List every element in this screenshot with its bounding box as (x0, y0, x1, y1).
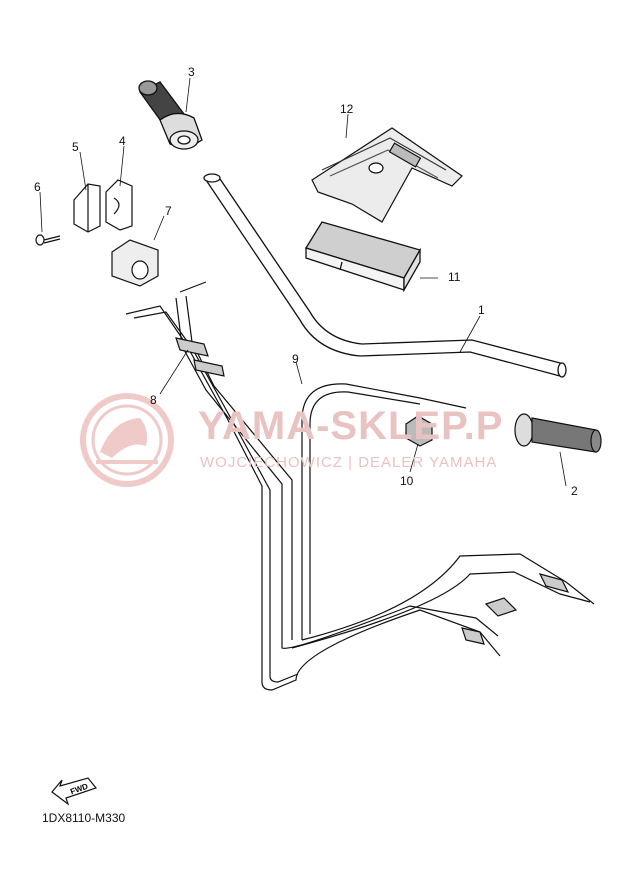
diagram-code: 1DX8110-M330 (42, 811, 126, 825)
callout-5[interactable]: 5 (72, 140, 79, 154)
callout-11[interactable]: 11 (448, 270, 461, 284)
handlebar-pad (305, 221, 421, 293)
bolt (35, 234, 61, 246)
handlebar (203, 173, 567, 378)
handlebar-holders (73, 179, 133, 233)
throttle-cables (125, 281, 501, 691)
callout-9[interactable]: 9 (292, 352, 299, 366)
leader-lines (39, 77, 567, 487)
cable-adjuster (405, 415, 433, 447)
throttle-grip (138, 80, 203, 150)
callout-8[interactable]: 8 (150, 393, 157, 407)
callout-7[interactable]: 7 (165, 204, 172, 218)
fwd-arrow-icon: FWD (51, 777, 98, 806)
grip-right (514, 413, 602, 453)
handlebar-cover (311, 127, 463, 223)
callout-1[interactable]: 1 (478, 303, 485, 317)
callout-6[interactable]: 6 (34, 180, 41, 194)
watermark-logo (80, 393, 174, 487)
holder-block (111, 239, 159, 287)
callout-3[interactable]: 3 (188, 65, 195, 79)
callout-4[interactable]: 4 (119, 134, 126, 148)
watermark-title: YAMA-SKLEP.P (198, 404, 504, 448)
callout-12[interactable]: 12 (340, 102, 354, 116)
watermark-subtitle: WOJCIECHOWICZ | DEALER YAMAHA (200, 454, 498, 471)
callout-10[interactable]: 10 (400, 474, 414, 488)
callout-2[interactable]: 2 (571, 484, 578, 498)
clutch-cable (291, 383, 595, 649)
